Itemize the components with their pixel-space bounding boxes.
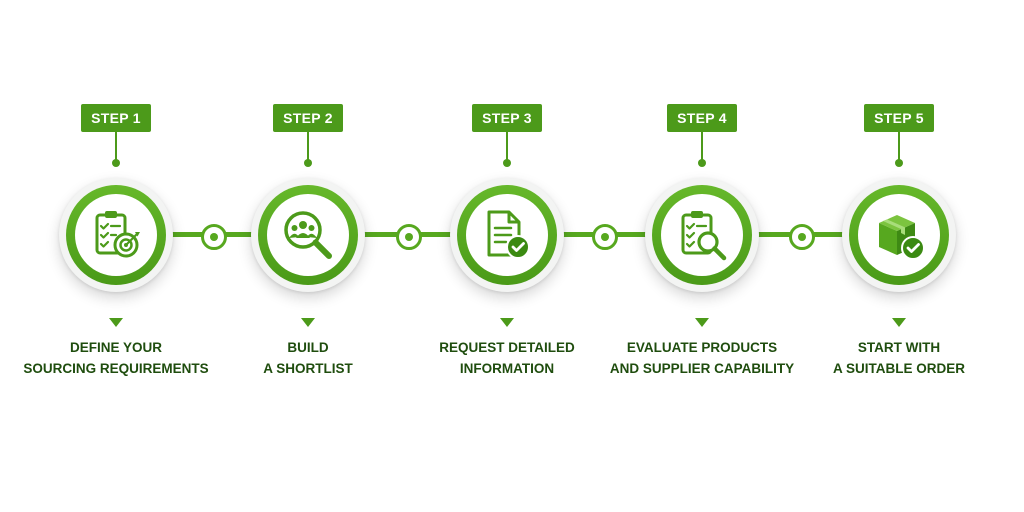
badge-stem [701,132,703,160]
clipboard-magnifier-icon [674,207,730,263]
badge-stem [898,132,900,160]
step-label-line: AND SUPPLIER CAPABILITY [609,361,795,376]
step-label-line: REQUEST DETAILED [439,340,575,355]
step-ring [849,185,949,285]
step-2: STEP 2 [208,0,408,512]
badge-stem [115,132,117,160]
badge-stem [307,132,309,160]
step-badge: STEP 4 [667,104,737,132]
down-arrow-icon [500,318,514,327]
step-label-line: EVALUATE PRODUCTS [626,340,778,355]
step-label: REQUEST DETAILED INFORMATION [407,337,607,379]
down-arrow-icon [301,318,315,327]
document-check-icon [479,207,535,263]
step-circle [645,178,759,292]
step-ring [457,185,557,285]
step-ring [258,185,358,285]
step-icon-holder [858,194,940,276]
down-arrow-icon [695,318,709,327]
step-icon-holder [661,194,743,276]
step-badge: STEP 5 [864,104,934,132]
step-label-line: INFORMATION [459,361,555,376]
step-label-line: DEFINE YOUR [69,340,162,355]
magnifier-people-icon [280,207,336,263]
step-label: BUILD A SHORTLIST [208,337,408,379]
step-label: EVALUATE PRODUCTS AND SUPPLIER CAPABILIT… [602,337,802,379]
step-badge: STEP 1 [81,104,151,132]
step-label-line: BUILD [287,340,329,355]
step-icon-holder [267,194,349,276]
step-circle [842,178,956,292]
clipboard-target-icon [88,207,144,263]
badge-stem [506,132,508,160]
step-badge: STEP 3 [472,104,542,132]
step-5: STEP 5 [799,0,999,512]
step-ring [652,185,752,285]
step-label: DEFINE YOUR SOURCING REQUIREMENTS [16,337,216,379]
connector-node [396,224,422,250]
step-label-line: START WITH [857,340,941,355]
step-label-line: SOURCING REQUIREMENTS [23,361,209,376]
step-3: STEP 3 [407,0,607,512]
step-circle [251,178,365,292]
badge-stem-dot [503,159,511,167]
connector-node [789,224,815,250]
badge-stem-dot [895,159,903,167]
step-icon-holder [466,194,548,276]
step-ring [66,185,166,285]
down-arrow-icon [892,318,906,327]
box-check-icon [871,207,927,263]
step-circle [59,178,173,292]
badge-stem-dot [112,159,120,167]
connector-node [201,224,227,250]
step-4: STEP 4 [602,0,802,512]
step-label: START WITH A SUITABLE ORDER [799,337,999,379]
badge-stem-dot [698,159,706,167]
badge-stem-dot [304,159,312,167]
step-icon-holder [75,194,157,276]
step-circle [450,178,564,292]
step-label-line: A SHORTLIST [263,361,353,376]
step-label-line: A SUITABLE ORDER [832,361,965,376]
step-1: STEP 1 [16,0,216,512]
down-arrow-icon [109,318,123,327]
connector-node [592,224,618,250]
step-badge: STEP 2 [273,104,343,132]
